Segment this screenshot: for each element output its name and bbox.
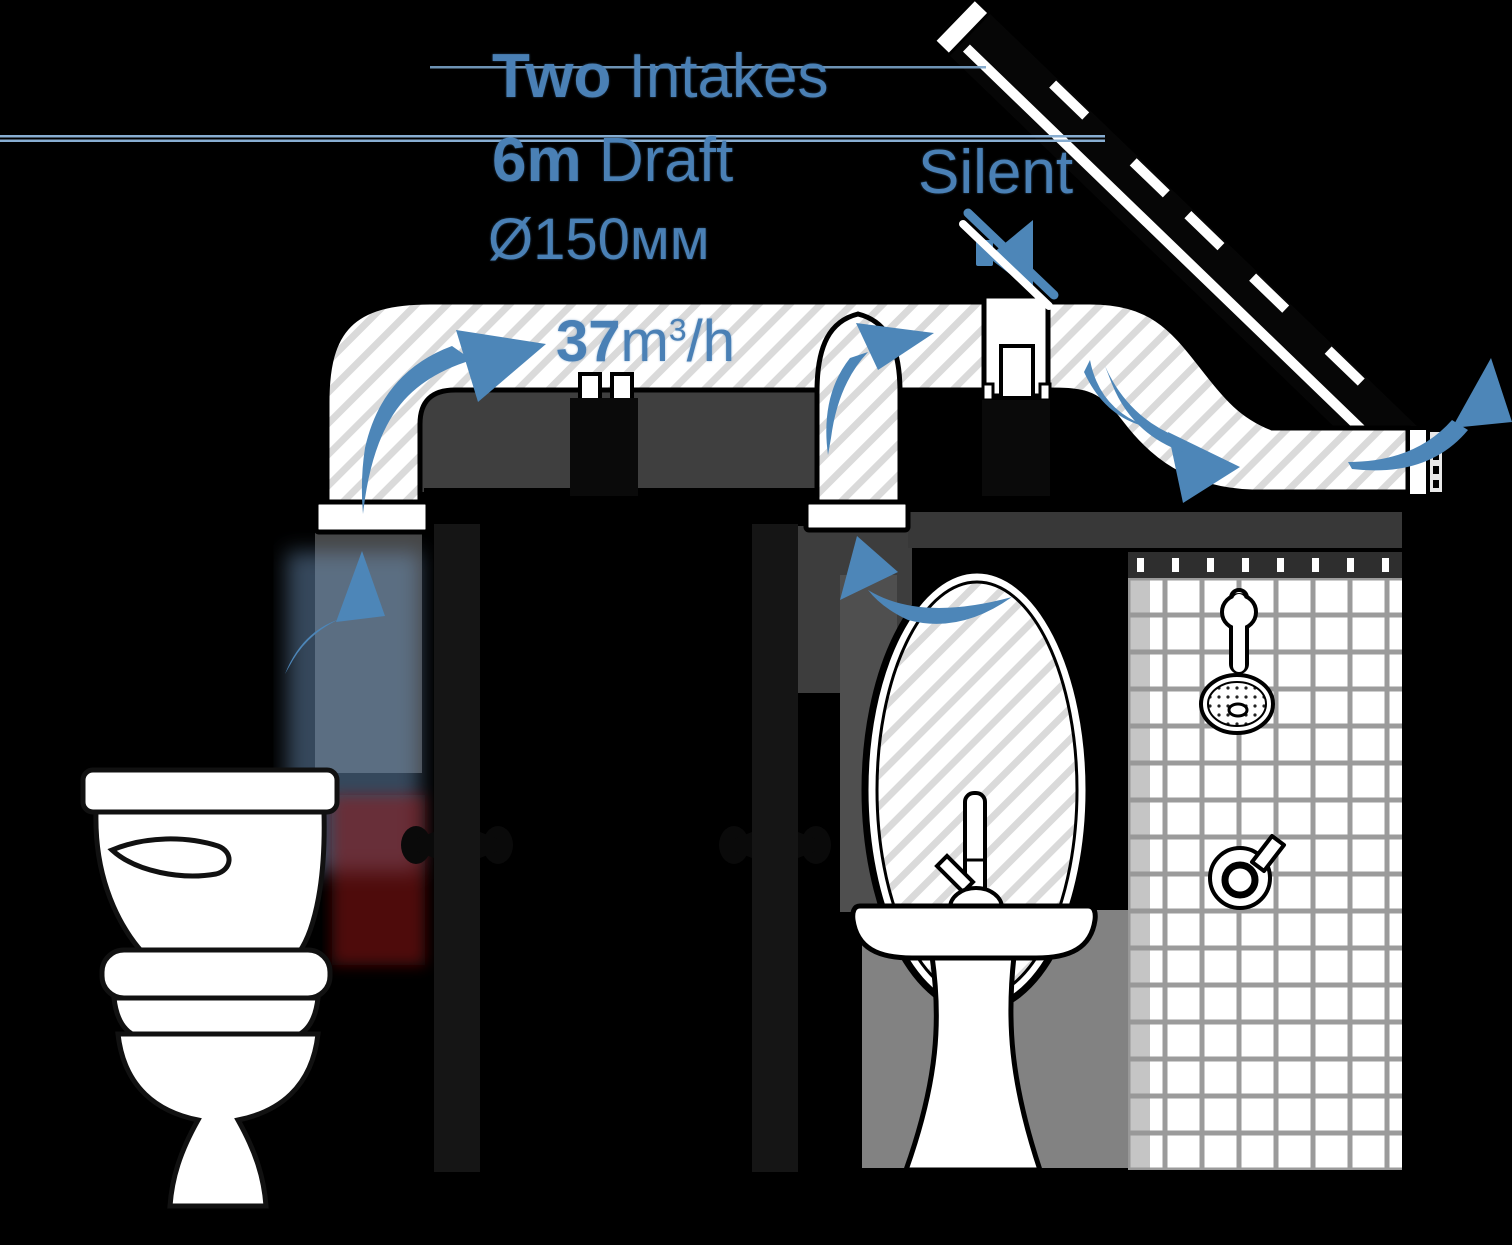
label-two-intakes-bold: Two bbox=[492, 42, 612, 111]
toilet-illustration bbox=[80, 767, 340, 1209]
sink-illustration bbox=[850, 791, 1098, 1173]
flow-rate-exponent: 3 bbox=[668, 311, 687, 348]
shower-knob-icon bbox=[1208, 834, 1286, 910]
door-right bbox=[719, 524, 831, 1172]
curved-airflow-arrow-icon bbox=[826, 323, 934, 455]
roof-tile-gaps bbox=[1049, 80, 1365, 386]
duct-bracket bbox=[570, 372, 638, 496]
intake-grille-right bbox=[803, 499, 911, 533]
main-duct bbox=[324, 299, 1411, 505]
label-silent-text: Silent bbox=[918, 138, 1074, 207]
intake-grille-left bbox=[313, 499, 431, 535]
curved-airflow-arrow-icon bbox=[1348, 358, 1512, 471]
label-draft-bold: 6m bbox=[492, 126, 582, 195]
sink-basin bbox=[850, 903, 1098, 961]
faucet-base bbox=[947, 886, 1005, 910]
inline-fan bbox=[981, 293, 1052, 496]
label-diameter: Ø150мм bbox=[488, 207, 710, 272]
label-diameter-value: Ø150 bbox=[488, 207, 630, 272]
label-silent: Silent bbox=[918, 140, 1073, 205]
label-flow-rate: 37m3/h bbox=[556, 309, 735, 374]
shower-head-icon bbox=[1199, 588, 1275, 735]
horizontal-rule-artifacts bbox=[0, 66, 1105, 142]
fan-mount bbox=[982, 400, 1050, 496]
shower-wall bbox=[1128, 552, 1402, 1170]
curved-airflow-arrow-icon bbox=[361, 330, 546, 514]
flow-rate-suffix: /h bbox=[686, 309, 735, 374]
label-draft-rest: Draft bbox=[581, 126, 734, 195]
label-draft: 6m Draft bbox=[492, 128, 733, 193]
tile-edge-ticks bbox=[1137, 558, 1389, 572]
flush-handle bbox=[107, 836, 232, 879]
curved-airflow-arrow-icon bbox=[285, 551, 385, 674]
flow-rate-unit: m bbox=[620, 309, 669, 374]
airflow-arrows bbox=[285, 323, 1512, 674]
door-left bbox=[401, 524, 513, 1172]
muted-speaker-icon bbox=[959, 208, 1059, 310]
faucet-lever bbox=[934, 853, 976, 895]
label-two-intakes: Two Intakes bbox=[492, 44, 829, 109]
curved-airflow-arrow-icon bbox=[840, 536, 1012, 624]
curved-airflow-arrow-icon bbox=[1084, 360, 1240, 503]
sink-pedestal bbox=[902, 953, 1044, 1173]
label-diameter-unit: мм bbox=[629, 207, 710, 272]
mirror bbox=[861, 566, 1093, 1014]
flow-rate-number: 37 bbox=[556, 309, 621, 374]
label-two-intakes-rest: Intakes bbox=[611, 42, 829, 111]
duct-system bbox=[313, 293, 1442, 535]
